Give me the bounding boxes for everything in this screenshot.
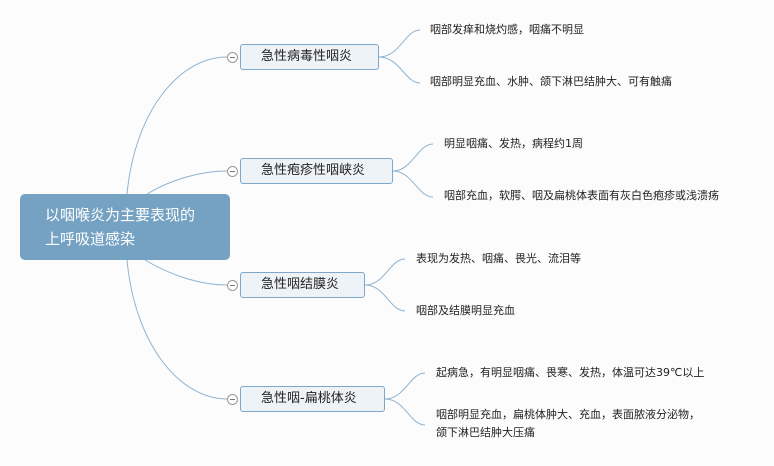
leaf-topic[interactable]: 咽部充血，软腭、咽及扁桃体表面有灰白色疱疹或浅溃疡 — [444, 189, 719, 202]
connector — [384, 372, 426, 400]
leaf-topic[interactable]: 咽部明显充血、水肿、颌下淋巴结肿大、可有触痛 — [430, 75, 672, 88]
connector — [146, 170, 228, 195]
connector — [126, 56, 228, 195]
branch-topic[interactable]: 急性疱疹性咽峡炎 — [240, 158, 393, 184]
leaf-topic[interactable]: 咽部及结膜明显充血 — [416, 304, 515, 317]
connector — [126, 259, 228, 400]
connector — [378, 29, 421, 58]
leaf-topic[interactable]: 咽部明显充血，扁桃体肿大、充血，表面脓液分泌物， 颌下淋巴结肿大压痛 — [436, 406, 700, 442]
connector — [384, 398, 426, 426]
root-topic-line2: 上呼吸道感染 — [45, 230, 136, 248]
leaf-line: 咽部明显充血，扁桃体肿大、充血，表面脓液分泌物， — [436, 408, 700, 421]
branch-topic[interactable]: 急性咽-扁桃体炎 — [240, 386, 385, 412]
connector — [392, 170, 434, 198]
connector — [378, 56, 421, 84]
collapse-icon[interactable] — [227, 166, 238, 177]
leaf-topic[interactable]: 表现为发热、咽痛、畏光、流泪等 — [416, 252, 581, 265]
leaf-topic[interactable]: 明显咽痛、发热，病程约1周 — [444, 137, 583, 150]
leaf-line: 颌下淋巴结肿大压痛 — [436, 426, 535, 439]
connector — [144, 259, 228, 286]
branch-topic[interactable]: 急性咽结膜炎 — [240, 272, 365, 298]
collapse-icon[interactable] — [227, 52, 238, 63]
connector — [364, 258, 406, 286]
branch-topic[interactable]: 急性病毒性咽炎 — [240, 44, 379, 70]
root-topic[interactable]: 以咽喉炎为主要表现的 上呼吸道感染 — [20, 194, 230, 260]
collapse-icon[interactable] — [227, 394, 238, 405]
leaf-topic[interactable]: 起病急，有明显咽痛、畏寒、发热，体温可达39℃以上 — [436, 366, 705, 379]
leaf-topic[interactable]: 咽部发痒和烧灼感，咽痛不明显 — [430, 23, 584, 36]
collapse-icon[interactable] — [227, 280, 238, 291]
connector — [364, 284, 406, 312]
connector — [392, 143, 434, 172]
root-topic-line1: 以咽喉炎为主要表现的 — [45, 206, 196, 224]
